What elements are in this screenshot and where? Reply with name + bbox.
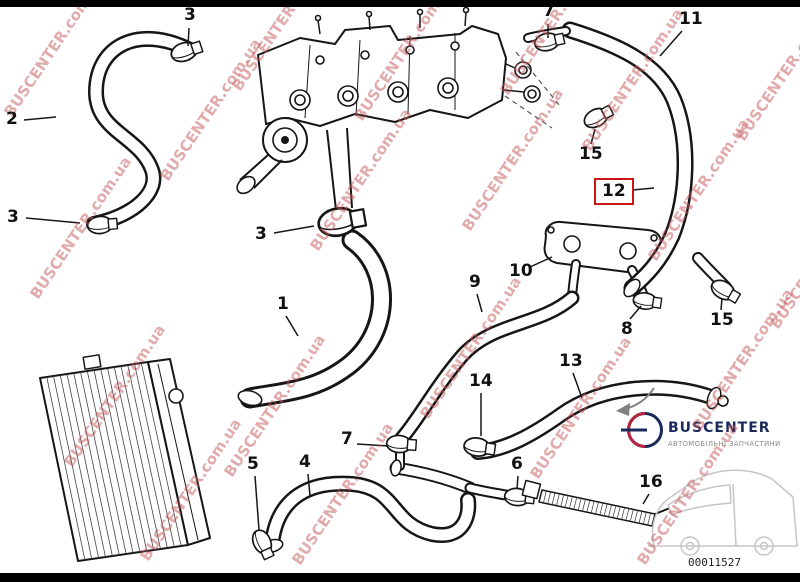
watermark-text: BUSCENTER.com.ua — [416, 273, 525, 422]
hatch-line — [564, 495, 569, 508]
assembly-dash-line — [515, 51, 561, 107]
hatch-line — [647, 512, 651, 526]
hose-clamp-drawing — [461, 435, 497, 460]
leader-line — [25, 217, 81, 224]
leader-line — [187, 27, 190, 47]
hatch-line — [66, 373, 106, 558]
radiator-drawing — [39, 354, 211, 562]
hatch-line — [569, 496, 573, 509]
hatch-line — [612, 505, 617, 518]
hatch-line — [556, 493, 560, 506]
leader-line — [516, 475, 519, 490]
hatch-line — [543, 490, 547, 504]
leader-line — [629, 305, 642, 320]
hatch-line — [616, 506, 621, 519]
hatch-line — [551, 492, 556, 505]
leader-lines — [23, 24, 723, 531]
hatch-line — [625, 508, 630, 521]
hatch-line — [73, 372, 113, 557]
hatch-line — [577, 498, 582, 511]
hose-4-drawing — [248, 475, 477, 562]
hose-9-drawing — [394, 290, 580, 446]
hatch-line — [113, 366, 155, 551]
leader-line — [23, 116, 57, 121]
leader-line — [254, 475, 260, 531]
hatch-line — [86, 370, 127, 555]
leader-line — [659, 30, 683, 57]
hatch-line — [582, 499, 586, 512]
hatch-line — [573, 497, 578, 510]
bottom-letterbox-bar — [0, 573, 800, 582]
leader-line — [356, 443, 389, 447]
leader-line — [273, 225, 315, 234]
watermark-text: BUSCENTER.com.ua — [526, 333, 635, 482]
hatch-line — [547, 491, 552, 504]
hatch-line — [586, 500, 591, 513]
hatch-line — [642, 512, 647, 525]
bracket-hatch — [543, 490, 651, 526]
hatch-line — [46, 376, 86, 561]
leader-line — [307, 473, 311, 497]
leader-line — [285, 315, 299, 337]
logo-brand-text: BUSCENTER — [668, 420, 771, 436]
hatch-line — [80, 371, 120, 556]
top-letterbox-bar — [0, 0, 800, 7]
leader-line — [590, 128, 596, 145]
hatch-line — [134, 363, 175, 548]
leader-line — [529, 256, 553, 268]
hose-1-drawing — [237, 202, 392, 409]
hose-2-drawing — [86, 30, 205, 236]
watermark-text: BUSCENTER.com.ua — [26, 153, 135, 302]
hatch-line — [629, 509, 634, 522]
hose-13-drawing — [461, 379, 729, 460]
hatch-line — [621, 507, 625, 520]
hatch-line — [634, 510, 638, 523]
cylinder-head-drawing — [236, 6, 561, 211]
hatch-line — [140, 362, 182, 547]
hatch-line — [608, 504, 612, 517]
line-art: BUSCENTER АВТОМОБІЛЬНІ ЗАПЧАСТИНИ 000115… — [23, 6, 798, 569]
hatch-line — [120, 365, 161, 550]
leader-line — [631, 187, 655, 191]
leader-line — [476, 293, 483, 313]
hatch-line — [107, 367, 148, 552]
buscenter-logo-mark-icon — [621, 412, 663, 448]
logo-pointer-arrow — [616, 387, 655, 416]
watermark-text: BUSCENTER.com.ua — [732, 0, 800, 144]
assembly-dash-line — [504, 95, 553, 129]
hatch-line — [127, 364, 168, 549]
part-code: 00011527 — [688, 556, 741, 569]
hatch-line — [53, 375, 93, 560]
watermark-text: BUSCENTER.com.ua — [306, 105, 415, 254]
water-pipe-drawing — [385, 433, 536, 508]
leader-line — [572, 372, 583, 399]
hatch-line — [603, 503, 608, 516]
leader-line — [720, 297, 723, 311]
hatch-line — [590, 500, 595, 514]
hatch-line — [560, 494, 565, 507]
leader-line — [642, 493, 650, 505]
hatch-line — [93, 369, 134, 554]
hatch-line — [599, 502, 604, 516]
radiator-mount — [82, 354, 102, 370]
buscenter-logo: BUSCENTER АВТОМОБІЛЬНІ ЗАПЧАСТИНИ — [621, 412, 798, 556]
hatch-line — [638, 511, 643, 524]
car-sketch — [648, 469, 798, 556]
radiator-filler-neck — [168, 388, 184, 404]
bracket-16-drawing — [521, 479, 671, 527]
hatch-line — [595, 501, 599, 515]
hose-12-drawing — [523, 21, 743, 307]
hatch-line — [59, 374, 100, 559]
hatch-line — [100, 368, 141, 553]
radiator-fins — [46, 362, 182, 561]
watermark-text: BUSCENTER.com.ua — [220, 331, 329, 480]
logo-tagline-text: АВТОМОБІЛЬНІ ЗАПЧАСТИНИ — [668, 440, 781, 448]
